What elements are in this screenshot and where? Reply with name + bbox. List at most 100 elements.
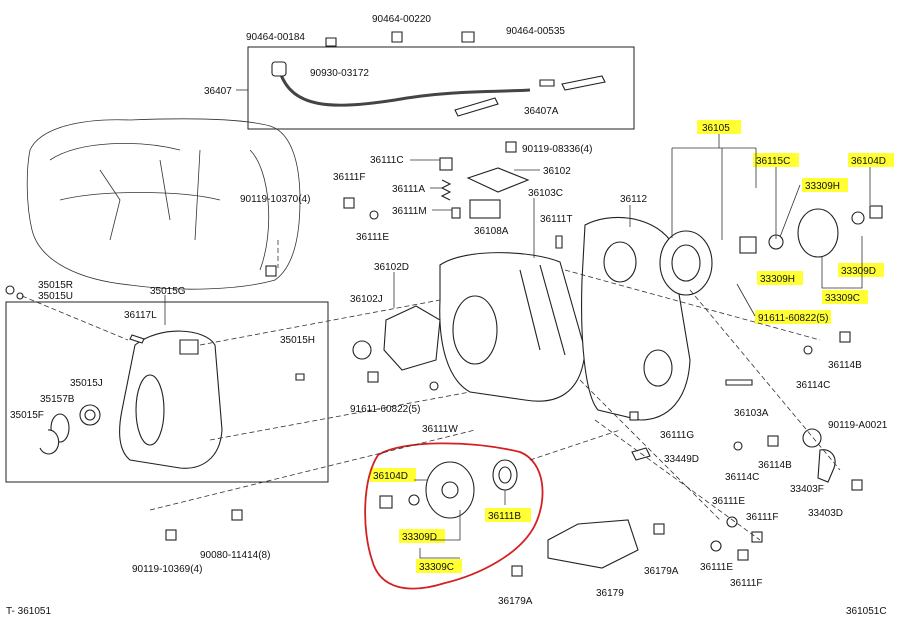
bolt-35015h (295, 373, 305, 381)
label-36105: 36105 (702, 123, 730, 134)
pin-36111t (555, 235, 563, 249)
misc-hardware (165, 141, 665, 577)
leader-lines (164, 89, 871, 559)
plug-36111f-bottom (737, 549, 749, 561)
adapter-housing-bore (135, 374, 165, 446)
highlight-33309c-bottom (416, 559, 462, 573)
breather-hose-assembly (271, 31, 606, 117)
highlight-33309d-bottom (399, 529, 445, 543)
label-36111e-bottom: 36111E (700, 562, 733, 573)
label-90464-00535: 90464-00535 (506, 26, 565, 37)
label-91611-60822-left: 91611-60822(5) (350, 404, 420, 415)
adapter-housing (5, 285, 305, 469)
dash-5 (564, 269, 821, 341)
case-cover-plate-36102 (466, 167, 530, 193)
dash-6 (579, 379, 721, 521)
label-35015f: 35015F (10, 410, 44, 421)
label-36108a: 36108A (474, 226, 509, 237)
label-33309c-top: 33309C (825, 293, 860, 304)
bolt-91611-left (367, 371, 379, 383)
label-36114c-top: 36114C (796, 380, 830, 391)
label-90930-03172: 90930-03172 (310, 68, 369, 79)
leader-36105 (671, 134, 757, 240)
washer-36114c-top (803, 345, 813, 355)
plug-36111m (451, 207, 461, 219)
snap-ring-35015f (39, 429, 60, 455)
label-36111c: 36111C (370, 155, 404, 166)
label-36114b-bottom: 36114B (758, 460, 792, 471)
label-36112: 36112 (620, 194, 648, 205)
footer-right-code: 361051C (846, 606, 887, 617)
stud-bolt-36103a (725, 379, 753, 386)
dash-3 (209, 391, 471, 441)
hose-short-section (454, 97, 499, 117)
front-flange-washer (408, 494, 420, 506)
companion-flange-33309c (797, 208, 839, 258)
skid-bracket-36179 (547, 519, 639, 569)
dash-10 (689, 289, 841, 471)
highlight-boxes (370, 120, 894, 573)
assembly-lines (21, 240, 841, 541)
extension-housing-inner (671, 244, 701, 282)
hose-tube (278, 71, 531, 107)
label-36115c: 36115C (756, 156, 790, 167)
gasket-36108a (469, 199, 501, 219)
transfer-front-case (343, 157, 586, 402)
highlight-33309d-top (838, 263, 884, 277)
washer-36114c-bottom (733, 441, 743, 451)
label-36104d-bottom: 36104D (373, 471, 408, 482)
dash-2 (199, 299, 441, 346)
label-36111f-top: 36111F (333, 172, 365, 183)
highlight-36104d-top (848, 153, 894, 167)
transmission-detail-2 (99, 149, 201, 241)
adapter-housing-flange (179, 339, 199, 355)
label-36111g: 36111G (660, 430, 694, 441)
bolt-90119-a0021 (851, 479, 863, 491)
highlight-91611-right (755, 310, 831, 324)
leader-33309c (821, 236, 863, 289)
washer-36111e-bottom (710, 540, 722, 552)
label-36407: 36407 (204, 86, 232, 97)
label-36111m: 36111M (392, 206, 427, 217)
transmission-detail-1 (49, 143, 270, 271)
label-90464-00220: 90464-00220 (372, 14, 431, 25)
dash-9 (594, 419, 761, 541)
flange-hub (441, 481, 459, 499)
front-case-rib (519, 264, 566, 356)
label-90119-10369: 90119-10369(4) (132, 564, 202, 575)
plug-35015r (5, 285, 15, 295)
bearing-retainer-36102d (383, 305, 441, 371)
label-36104d-top: 36104D (851, 156, 886, 167)
label-33309h-top: 33309H (805, 181, 840, 192)
bolt-90080-11414 (231, 509, 243, 521)
label-90080-11414: 90080-11414(8) (200, 550, 270, 561)
footer-left-code: T- 361051 (6, 606, 51, 617)
highlight-36104d-bottom (370, 468, 416, 482)
pin-36117l (129, 334, 145, 344)
bolt-36179a-right (653, 523, 665, 535)
transmission-outline (26, 118, 301, 290)
washer-36111e-right (726, 516, 738, 528)
front-case-bore (452, 295, 498, 365)
bearing-36115c (739, 236, 757, 254)
bolt-36179a-left (511, 565, 523, 577)
bolt-90119-10370 (265, 265, 277, 277)
hose-end-tube (561, 75, 606, 91)
label-35157b: 35157B (40, 394, 75, 405)
adapter-housing-body (119, 330, 223, 469)
label-36111e-top: 36111E (356, 232, 389, 243)
label-36111b: 36111B (488, 511, 521, 522)
front-oil-seal-inner (498, 466, 512, 484)
flange-washer-33309d (851, 211, 865, 225)
bolt-90119-08336 (505, 141, 517, 153)
label-35015r: 35015R (38, 280, 73, 291)
washer-36111e-top (369, 210, 379, 220)
washer-36111w (429, 381, 439, 391)
label-35015h: 35015H (280, 335, 315, 346)
clip-90464-00220 (391, 31, 403, 43)
bolt-36114b-top (839, 331, 851, 343)
label-36111e-right: 36111E (712, 496, 745, 507)
plug-36111f-top (343, 197, 355, 209)
label-35015j: 35015J (70, 378, 103, 389)
bolt-36114b-bottom (767, 435, 779, 447)
